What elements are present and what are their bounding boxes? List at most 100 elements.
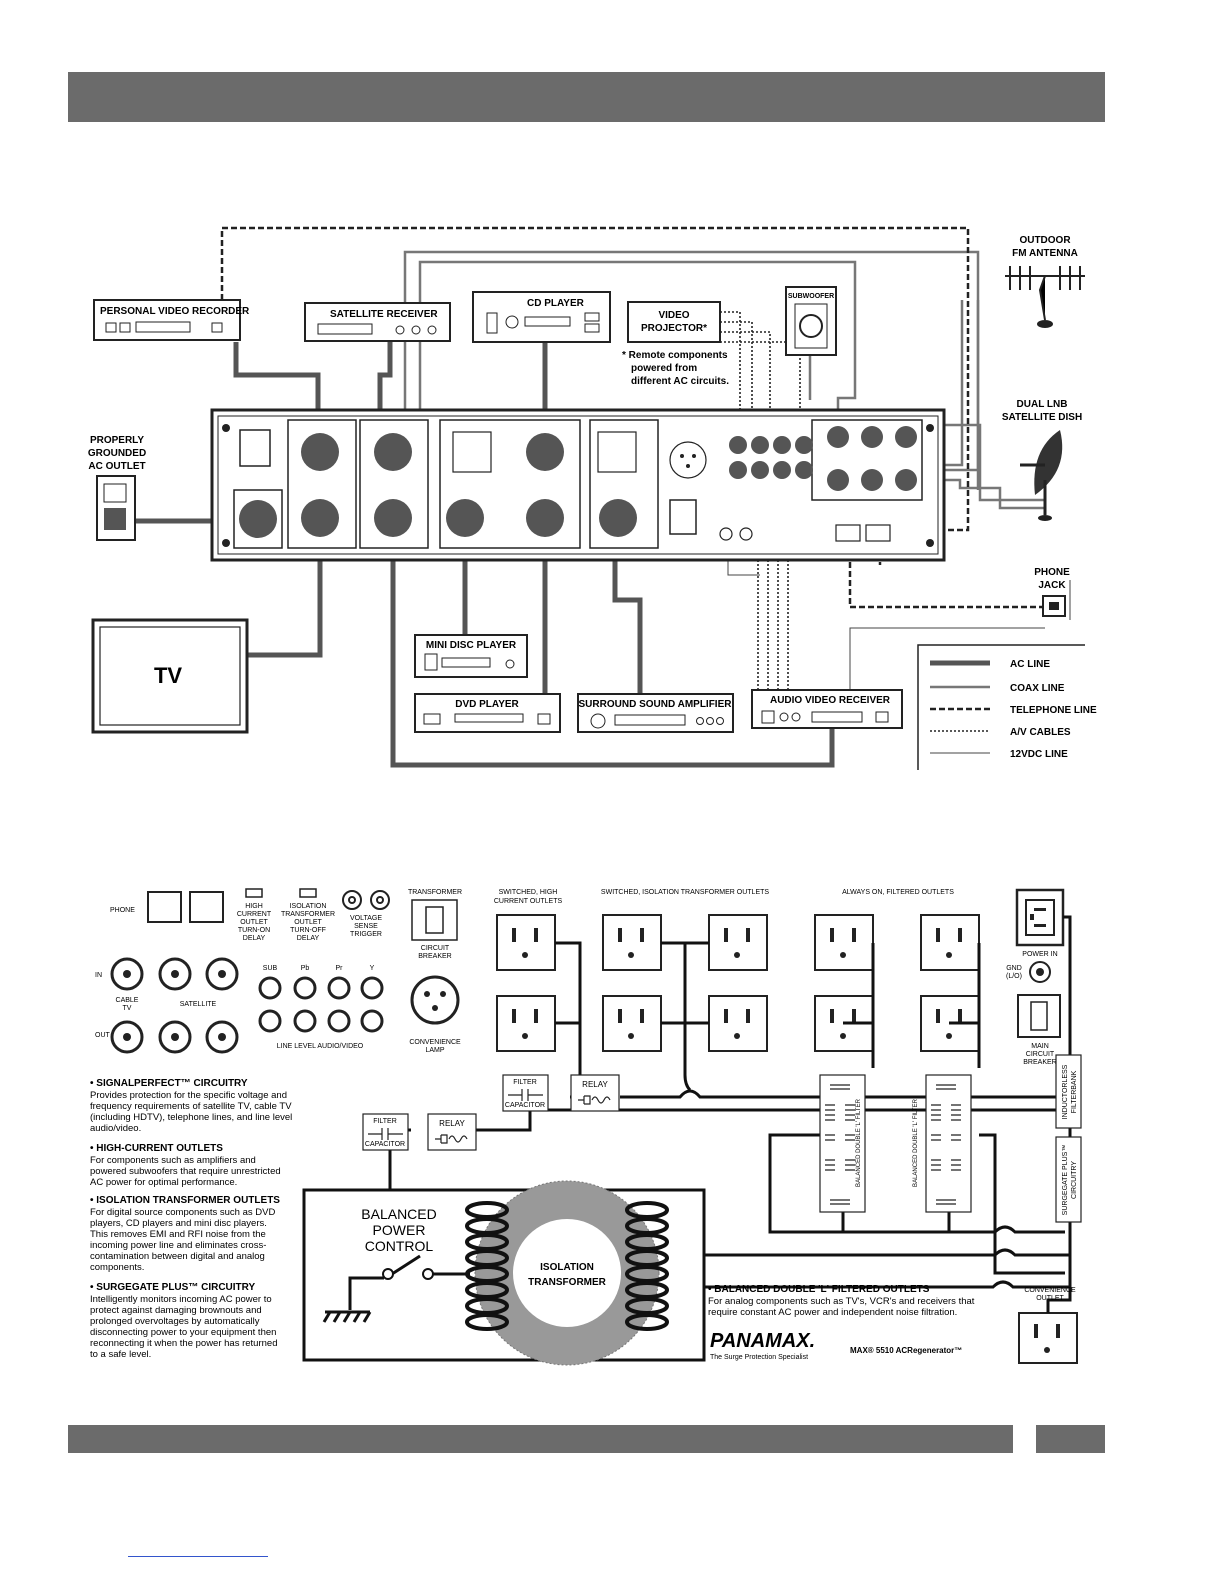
- rca-jacks: [258, 976, 384, 1033]
- svg-text:reconnecting it when the power: reconnecting it when the power has retur…: [90, 1338, 277, 1349]
- grounded-ac-outlet: PROPERLY GROUNDED AC OUTLET: [88, 435, 146, 541]
- phone-jack: PHONE JACK: [1034, 567, 1070, 617]
- svg-text:CIRCUIT: CIRCUIT: [421, 945, 450, 952]
- svg-text:BALANCED: BALANCED: [361, 1206, 436, 1222]
- svg-text:TRANSFORMER: TRANSFORMER: [281, 911, 335, 918]
- filter-capacitor-1: FILTER CAPACITOR: [502, 1074, 549, 1112]
- svg-text:• HIGH-CURRENT OUTLETS: • HIGH-CURRENT OUTLETS: [90, 1143, 223, 1154]
- panel-plugs: [239, 426, 917, 538]
- coax-jacks: [110, 957, 239, 1054]
- svg-text:SATELLITE: SATELLITE: [180, 1001, 217, 1008]
- svg-text:ALWAYS ON, FILTERED OUTLETS: ALWAYS ON, FILTERED OUTLETS: [842, 889, 954, 896]
- subwoofer: SUBWOOFER: [785, 286, 837, 356]
- svg-text:ISOLATION: ISOLATION: [290, 903, 327, 910]
- surgegate-box: SURGEGATE PLUS™ CIRCUITRY: [1055, 1136, 1082, 1223]
- phone-label: PHONE: [110, 907, 135, 914]
- svg-text:CAPACITOR: CAPACITOR: [365, 1141, 405, 1148]
- iso-delay-label: ISOLATION TRANSFORMER OUTLET TURN-OFF DE…: [281, 903, 335, 942]
- svg-text:CAPACITOR: CAPACITOR: [505, 1102, 545, 1109]
- personal-video-recorder: PERSONAL VIDEO RECORDER: [93, 299, 250, 341]
- page-number-tab: [1036, 1425, 1105, 1453]
- svg-text:* Remote components: * Remote components: [622, 350, 728, 361]
- svg-text:disconnecting power to your eq: disconnecting power to your equipment th…: [90, 1327, 276, 1338]
- svg-text:POWER: POWER: [373, 1222, 426, 1238]
- svg-text:AUDIO VIDEO RECEIVER: AUDIO VIDEO RECEIVER: [770, 695, 891, 706]
- svg-text:• SURGEGATE PLUS™ CIRCUITRY: • SURGEGATE PLUS™ CIRCUITRY: [90, 1282, 256, 1293]
- svg-text:MAIN: MAIN: [1031, 1043, 1049, 1050]
- svg-text:Provides protection for the sp: Provides protection for the specific vol…: [90, 1090, 287, 1101]
- svg-text:JACK: JACK: [1038, 580, 1066, 591]
- svg-text:SUBWOOFER: SUBWOOFER: [788, 293, 834, 300]
- svg-text:LAMP: LAMP: [425, 1047, 444, 1054]
- svg-text:(L/O): (L/O): [1006, 973, 1022, 980]
- svg-text:TV: TV: [154, 663, 182, 688]
- isolation-transformer: ISOLATION TRANSFORMER: [465, 1180, 669, 1366]
- svg-text:PROJECTOR*: PROJECTOR*: [641, 323, 707, 334]
- dvd-player: DVD PLAYER: [414, 693, 561, 733]
- svg-text:HIGH: HIGH: [245, 903, 263, 910]
- double-l-filter-1: BALANCED DOUBLE 'L' FILTER: [819, 1074, 866, 1213]
- svg-text:CONVENIENCE: CONVENIENCE: [409, 1039, 461, 1046]
- svg-text:VIDEO: VIDEO: [658, 310, 689, 321]
- phone-port-1: [147, 891, 182, 923]
- svg-text:For digital source components: For digital source components such as DV…: [90, 1207, 275, 1218]
- satellite-receiver: SATELLITE RECEIVER: [304, 302, 451, 342]
- feature-descriptions: • SIGNALPERFECT™ CIRCUITRY Provides prot…: [90, 1078, 292, 1360]
- svg-text:CONTROL: CONTROL: [365, 1238, 434, 1254]
- svg-text:powered from: powered from: [631, 363, 697, 374]
- footer-bar: [68, 1425, 1013, 1453]
- svg-text:(including HDTV), telephone li: (including HDTV), telephone lines, and l…: [90, 1112, 292, 1123]
- svg-text:The Surge Protection Specialis: The Surge Protection Specialist: [710, 1354, 808, 1361]
- surround-sound-amplifier: SURROUND SOUND AMPLIFIER: [577, 693, 734, 733]
- svg-text:FILTERBANK: FILTERBANK: [1071, 1070, 1078, 1113]
- svg-text:RELAY: RELAY: [582, 1080, 608, 1089]
- svg-text:CABLE: CABLE: [116, 997, 139, 1004]
- svg-text:Pb: Pb: [301, 965, 310, 972]
- schematic-wires: [388, 915, 1072, 1313]
- svg-text:FILTER: FILTER: [513, 1079, 537, 1086]
- tv: TV: [91, 618, 249, 734]
- svg-text:protect against damaging brown: protect against damaging brownouts and: [90, 1305, 262, 1316]
- svg-text:components.: components.: [90, 1262, 144, 1273]
- svg-text:DVD PLAYER: DVD PLAYER: [455, 699, 519, 710]
- svg-text:to a safe level.: to a safe level.: [90, 1349, 151, 1360]
- svg-text:COAX LINE: COAX LINE: [1010, 683, 1065, 694]
- hc-delay-label: HIGH CURRENT OUTLET TURN-ON DELAY: [237, 903, 272, 942]
- svg-text:DELAY: DELAY: [297, 935, 320, 942]
- mini-disc-player: MINI DISC PLAYER: [414, 634, 528, 678]
- svg-text:BREAKER: BREAKER: [418, 953, 451, 960]
- svg-text:Intelligently monitors incomin: Intelligently monitors incoming AC power…: [90, 1294, 272, 1305]
- svg-text:TRANSFORMER: TRANSFORMER: [528, 1277, 607, 1288]
- footer-link-line: [128, 1556, 268, 1557]
- svg-text:AC LINE: AC LINE: [1010, 659, 1050, 670]
- svg-text:OUT: OUT: [95, 1032, 111, 1039]
- svg-text:incoming power line and elimin: incoming power line and eliminates cross…: [90, 1240, 266, 1251]
- svg-text:BALANCED DOUBLE 'L' FILTER: BALANCED DOUBLE 'L' FILTER: [856, 1098, 862, 1187]
- svg-text:Y: Y: [370, 965, 375, 972]
- svg-text:SWITCHED, HIGH: SWITCHED, HIGH: [499, 889, 558, 896]
- svg-text:MINI DISC PLAYER: MINI DISC PLAYER: [426, 640, 517, 651]
- svg-text:PHONE: PHONE: [1034, 567, 1070, 578]
- panamax-logo: PANAMAX.: [710, 1330, 815, 1352]
- svg-text:This removes EMI and RFI noise: This removes EMI and RFI noise from the: [90, 1229, 266, 1240]
- svg-text:POWER IN: POWER IN: [1022, 951, 1057, 958]
- svg-text:GROUNDED: GROUNDED: [88, 448, 146, 459]
- svg-text:SURGEGATE PLUS™: SURGEGATE PLUS™: [1062, 1145, 1069, 1216]
- svg-text:OUTDOOR: OUTDOOR: [1019, 235, 1071, 246]
- internal-schematic: PHONE HIGH CURRENT OUTLET TURN-ON DELAY …: [90, 888, 1082, 1366]
- svg-text:BALANCED DOUBLE 'L' FILTER: BALANCED DOUBLE 'L' FILTER: [913, 1098, 919, 1187]
- svg-text:GND: GND: [1006, 965, 1022, 972]
- svg-text:ISOLATION: ISOLATION: [540, 1262, 594, 1273]
- svg-text:DELAY: DELAY: [243, 935, 266, 942]
- svg-text:frequency requirements of sate: frequency requirements of satellite TV, …: [90, 1101, 292, 1112]
- svg-text:DUAL LNB: DUAL LNB: [1017, 399, 1068, 410]
- phone-port-2: [189, 891, 224, 923]
- svg-text:INDUCTORLESS: INDUCTORLESS: [1062, 1064, 1069, 1119]
- svg-text:TURN-OFF: TURN-OFF: [290, 927, 326, 934]
- header-bar: [68, 72, 1105, 122]
- svg-text:FM ANTENNA: FM ANTENNA: [1012, 248, 1078, 259]
- svg-text:For components such as amplifi: For components such as amplifiers and: [90, 1155, 256, 1166]
- svg-text:powered subwoofers that requir: powered subwoofers that require unrestri…: [90, 1166, 281, 1177]
- svg-text:12VDC LINE: 12VDC LINE: [1010, 749, 1068, 760]
- svg-text:contamination between digital: contamination between digital and analog: [90, 1251, 265, 1262]
